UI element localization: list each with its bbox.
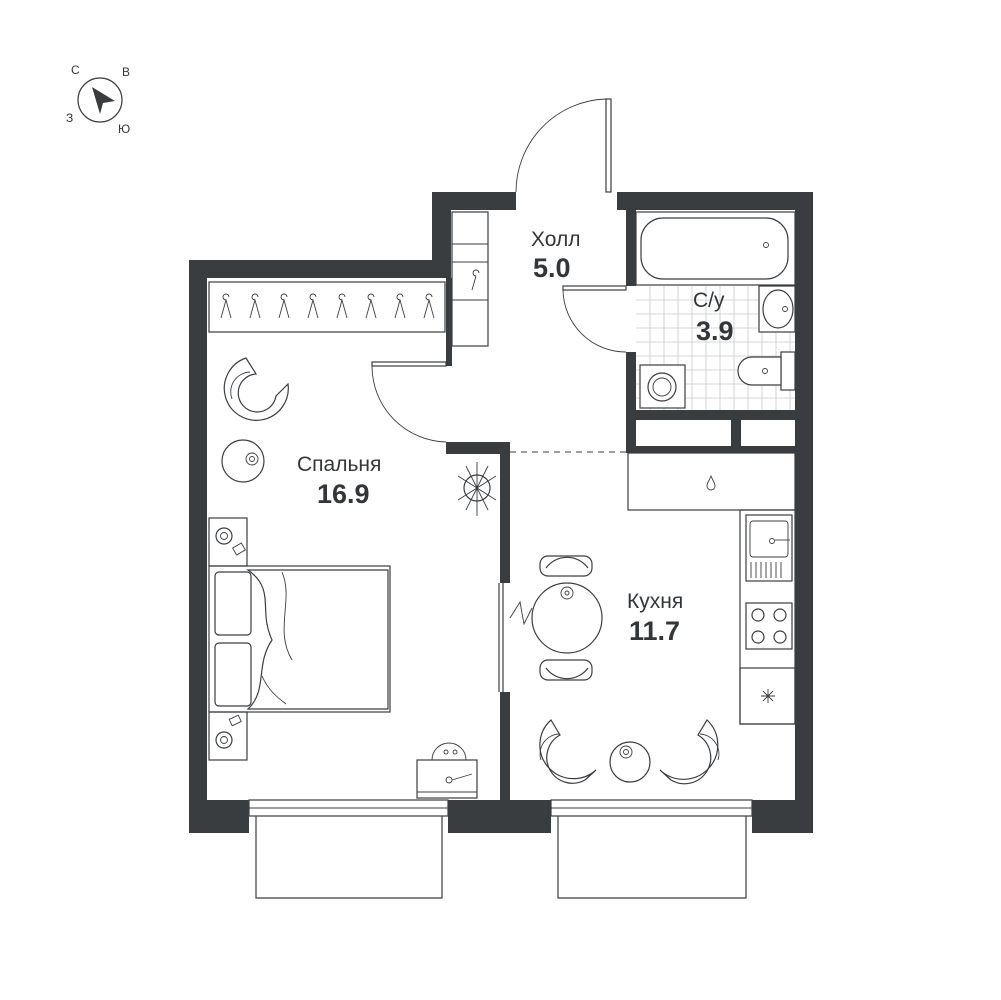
hanger-icon <box>394 293 406 319</box>
door-swing-marker <box>509 600 533 626</box>
bathroom-door[interactable] <box>562 285 627 353</box>
washing-machine <box>639 364 686 409</box>
bathroom-area: 3.9 <box>696 316 734 346</box>
hanger-icon <box>423 293 435 319</box>
compass: С В З Ю <box>66 63 130 136</box>
nightstand-top <box>208 517 248 567</box>
compass-east-label: В <box>122 65 130 79</box>
hanger-icon <box>220 293 232 319</box>
kitchen-armchair-left <box>539 719 597 784</box>
exterior-walls <box>189 192 813 833</box>
bedroom-area: 16.9 <box>317 479 370 509</box>
kitchen-side-table <box>609 741 651 783</box>
snowflake-icon <box>761 689 775 703</box>
cooktop <box>745 602 793 650</box>
refrigerator <box>739 667 796 725</box>
kitchen-cabinets <box>739 509 796 725</box>
kitchen-area: 11.7 <box>629 616 680 646</box>
hall-area: 5.0 <box>533 253 571 283</box>
bedroom-door[interactable] <box>371 361 447 443</box>
bed <box>208 565 391 713</box>
bathtub <box>635 211 796 286</box>
hanger-icon <box>307 293 319 319</box>
toilet <box>737 351 796 391</box>
sliding-door[interactable] <box>498 583 504 692</box>
bedroom-wardrobe <box>208 281 446 333</box>
dining-table <box>531 555 603 681</box>
kitchen-sink <box>745 514 793 582</box>
compass-south-label: Ю <box>118 122 130 136</box>
compass-west-label: З <box>66 111 73 125</box>
bedroom-name: Спальня <box>297 453 381 476</box>
hanger-icon <box>336 293 348 319</box>
water-drop-icon <box>706 474 716 491</box>
plant-icon <box>457 462 497 516</box>
sink <box>758 285 796 333</box>
compass-arrow-icon <box>92 87 115 114</box>
kitchen-armchair-right <box>659 719 720 785</box>
compass-north-label: С <box>71 63 80 77</box>
bedroom-window <box>248 799 449 899</box>
kitchen-window <box>550 799 753 899</box>
bathroom-floor-tiles <box>636 286 795 410</box>
nightstand-bottom <box>208 711 248 761</box>
armchair <box>223 357 289 421</box>
hanger-icon <box>471 269 480 291</box>
bathroom-name: С/у <box>693 289 725 312</box>
side-table <box>221 439 265 483</box>
hanger-icon <box>365 293 377 319</box>
kitchen-name: Кухня <box>627 590 683 613</box>
entrance-door[interactable] <box>515 98 612 193</box>
hanger-icon <box>278 293 290 319</box>
interior-walls <box>446 210 795 800</box>
desk <box>416 742 478 799</box>
hall-wardrobe <box>451 211 489 347</box>
hall-name: Холл <box>531 228 581 251</box>
hanger-icon <box>249 293 261 319</box>
kitchen-counter <box>627 452 796 511</box>
